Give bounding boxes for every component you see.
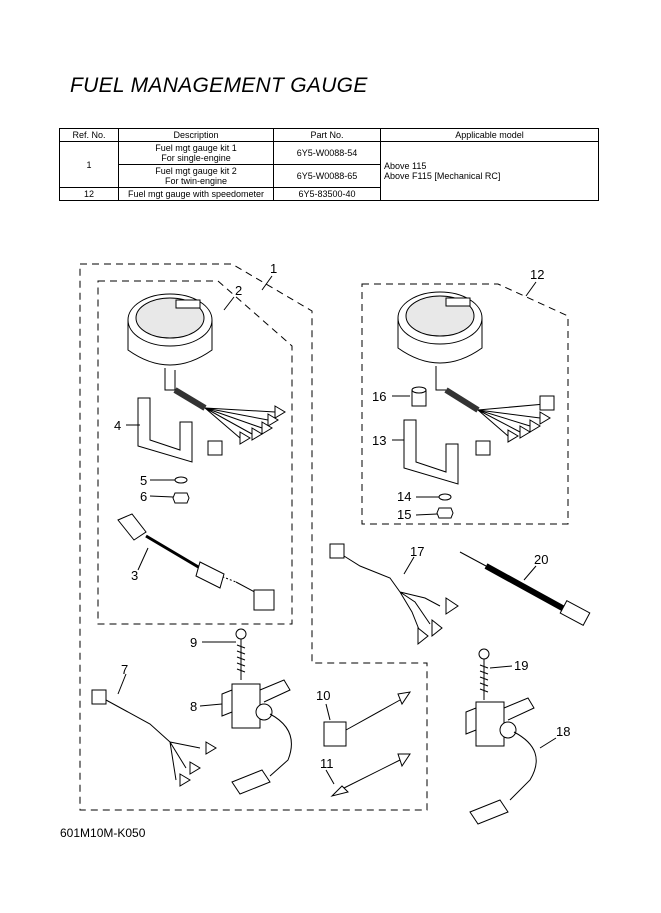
kit1-boundary (79, 263, 428, 811)
callout-8: 8 (190, 699, 197, 714)
item12-boundary (361, 283, 569, 525)
figure-code: 601M10M-K050 (60, 826, 146, 840)
ref-cell: 1 (59, 141, 119, 188)
callout-15: 15 (397, 507, 411, 522)
harness-fan-icon (204, 405, 286, 456)
fuel-sensor-icon (221, 679, 292, 795)
table-row: 1 Fuel mgt gauge kit 1 For single-engine… (59, 141, 599, 201)
harness-icon (329, 543, 459, 646)
callout-14: 14 (397, 489, 411, 504)
parts-table: Ref. No. Description Part No. Applicable… (59, 128, 599, 201)
callout-9: 9 (190, 635, 197, 650)
callout-leaders (117, 275, 557, 785)
part-cell: 6Y5-W0088-54 (273, 141, 381, 165)
speedometer-hose-icon (459, 551, 591, 626)
callout-1: 1 (270, 261, 277, 276)
callout-12: 12 (530, 267, 544, 282)
fuel-sensor-icon (465, 697, 537, 825)
description-line: For single-engine (161, 153, 231, 163)
page-title: FUEL MANAGEMENT GAUGE (70, 74, 368, 97)
bracket-icon (403, 419, 459, 485)
callout-7: 7 (121, 662, 128, 677)
gauge-icon (397, 291, 483, 413)
part-cell: 6Y5-83500-40 (273, 187, 381, 201)
model-line: Above 115 (384, 161, 427, 171)
gauge-icon (127, 293, 213, 411)
washer-icon (174, 476, 188, 484)
callout-3: 3 (131, 568, 138, 583)
screw-icon (235, 628, 247, 680)
callout-13: 13 (372, 433, 386, 448)
callout-18: 18 (556, 724, 570, 739)
nut-icon (172, 492, 190, 504)
screw-icon (478, 648, 490, 700)
model-line: Above F115 [Mechanical RC] (384, 171, 501, 181)
description-line: Fuel mgt gauge kit 1 (155, 143, 237, 153)
callout-11: 11 (320, 756, 334, 771)
washer-icon (438, 493, 452, 501)
harness-icon (91, 689, 217, 787)
description-cell: Fuel mgt gauge kit 1 For single-engine (118, 141, 274, 165)
table-row: Fuel mgt gauge kit 2 For twin-engine 6Y5… (60, 164, 599, 188)
callout-10: 10 (316, 688, 330, 703)
table-row: 12 Fuel mgt gauge with speedometer 6Y5-8… (59, 187, 599, 201)
grommet-icon (411, 386, 427, 407)
callout-17: 17 (410, 544, 424, 559)
callout-16: 16 (372, 389, 386, 404)
item2-boundary (97, 280, 293, 625)
callout-2: 2 (235, 283, 242, 298)
callout-19: 19 (514, 658, 528, 673)
nut-icon (436, 507, 454, 519)
description-line: Fuel mgt gauge kit 2 (155, 166, 237, 176)
harness-fan-icon (475, 395, 555, 456)
bracket-icon (137, 397, 193, 463)
cable-tie-icon (330, 753, 411, 797)
description-cell: Fuel mgt gauge kit 2 For twin-engine (118, 164, 274, 188)
callout-4: 4 (114, 418, 121, 433)
callout-6: 6 (140, 489, 147, 504)
callout-20: 20 (534, 552, 548, 567)
callout-5: 5 (140, 473, 147, 488)
description-line: For twin-engine (164, 176, 228, 186)
model-cell: Above 115 Above F115 [Mechanical RC] (380, 141, 599, 201)
connector-icon (323, 691, 412, 747)
cable-icon (117, 513, 275, 611)
